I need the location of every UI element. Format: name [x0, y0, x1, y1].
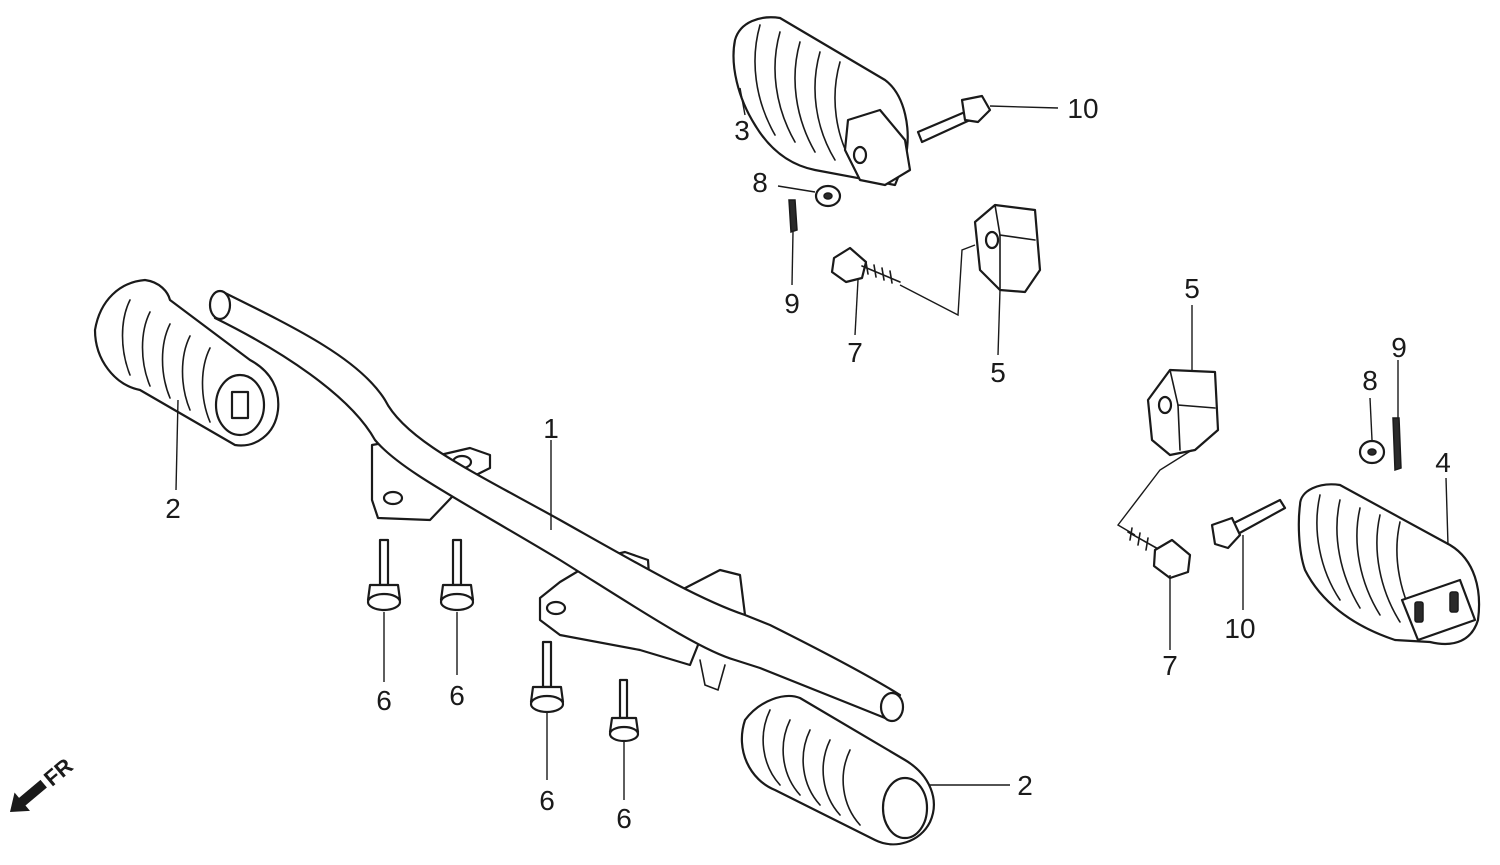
callout-3: 3 — [734, 115, 750, 146]
step-bar-part — [208, 289, 905, 723]
passenger-footpeg-right — [1297, 483, 1481, 646]
callout-2-left: 2 — [165, 493, 181, 524]
mounting-bolt-2 — [439, 538, 475, 612]
bracket-bolt-right — [1127, 527, 1192, 580]
cotter-pin-top — [788, 199, 798, 234]
callout-2-right: 2 — [1017, 770, 1033, 801]
cotter-pin-right — [1392, 417, 1402, 472]
washer-right — [1358, 439, 1386, 465]
bracket-bolt-top — [830, 244, 976, 317]
right-footpeg-rubber — [740, 694, 935, 846]
mounting-bolt-1 — [366, 538, 402, 612]
washer-top — [814, 184, 842, 208]
passenger-footpeg-left — [732, 16, 912, 187]
pivot-bolt-right — [1210, 498, 1287, 550]
front-direction-arrow-icon — [10, 779, 47, 812]
callout-6-a: 6 — [376, 685, 392, 716]
callout-8-top: 8 — [752, 167, 768, 198]
callout-9-right: 9 — [1391, 332, 1407, 363]
callout-9-top: 9 — [784, 288, 800, 319]
callout-6-d: 6 — [616, 803, 632, 834]
callout-7-right: 7 — [1162, 650, 1178, 681]
callout-6-b: 6 — [449, 680, 465, 711]
callout-7-top: 7 — [847, 337, 863, 368]
left-footpeg-rubber — [93, 278, 280, 447]
leader-lines — [175, 87, 1449, 800]
callout-5-top: 5 — [990, 357, 1006, 388]
footpeg-bracket-top — [973, 203, 1042, 294]
callout-1: 1 — [543, 413, 559, 444]
mounting-bolt-3 — [529, 640, 565, 714]
callout-10-right: 10 — [1224, 613, 1255, 644]
callout-10-top: 10 — [1067, 93, 1098, 124]
mounting-bolt-4 — [608, 678, 640, 743]
footpeg-bracket-right — [1146, 368, 1220, 457]
callout-8-right: 8 — [1362, 365, 1378, 396]
front-direction-marker: FR — [10, 753, 78, 812]
callout-4: 4 — [1435, 447, 1451, 478]
callout-6-c: 6 — [539, 785, 555, 816]
callout-5-right: 5 — [1184, 273, 1200, 304]
pivot-bolt-top — [916, 94, 992, 144]
